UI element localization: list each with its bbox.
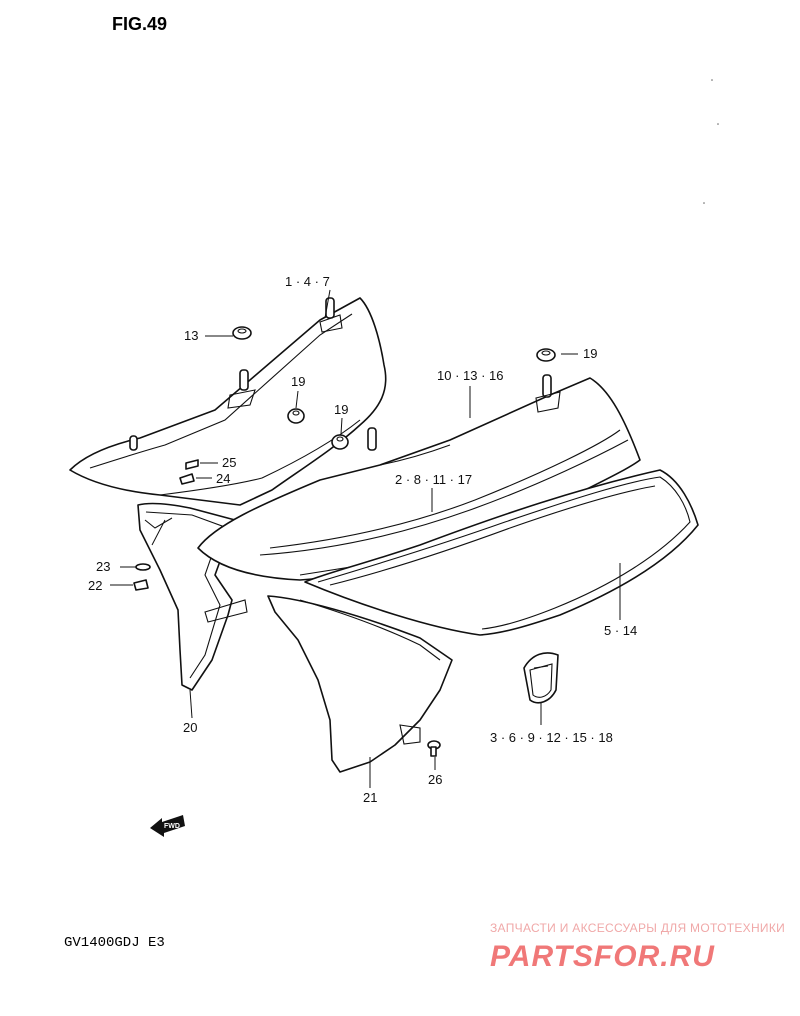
screw-22: [133, 579, 149, 591]
side-stripe-panel-part: [304, 469, 699, 636]
label-part-25: 25: [222, 455, 236, 470]
grommet-13: [232, 326, 252, 340]
label-part-19-middle: 19: [334, 402, 348, 417]
mounting-peg: [367, 427, 377, 451]
grommet-19-upper-right: [536, 348, 556, 362]
screw-26: [427, 740, 441, 757]
label-parts-2-8-11-17: 2 · 8 · 11 · 17: [395, 472, 472, 487]
frame-cover-upper-part: [69, 297, 387, 506]
clip-24: [179, 473, 195, 485]
grommet-19-middle: [331, 434, 349, 450]
fwd-label: FWD: [164, 823, 180, 830]
mounting-peg: [129, 435, 138, 451]
label-part-22: 22: [88, 578, 102, 593]
mounting-peg: [542, 374, 552, 398]
label-parts-5-14: 5 · 14: [604, 623, 637, 638]
label-part-19-right: 19: [583, 346, 597, 361]
label-parts-1-4-7: 1 · 4 · 7: [285, 274, 330, 289]
label-part-13: 13: [184, 328, 198, 343]
side-cover-main-part: [197, 374, 641, 581]
emblem-badge-part: [523, 652, 559, 704]
label-parts-3-6-9-12-15-18: 3 · 6 · 9 · 12 · 15 · 18: [490, 730, 613, 745]
label-part-21: 21: [363, 790, 377, 805]
washer-23: [135, 563, 151, 571]
label-part-19-left: 19: [291, 374, 305, 389]
label-part-23: 23: [96, 559, 110, 574]
label-parts-10-13-16: 10 · 13 · 16: [437, 368, 504, 383]
front-side-cover-part-21: [267, 595, 453, 773]
label-part-20: 20: [183, 720, 197, 735]
model-code: GV1400GDJ E3: [64, 935, 165, 951]
mounting-peg: [239, 369, 249, 391]
clip-25: [185, 459, 199, 470]
label-part-24: 24: [216, 471, 230, 486]
forward-direction-arrow-icon: FWD: [150, 815, 185, 837]
label-part-26: 26: [428, 772, 442, 787]
watermark-tagline: ЗАПЧАСТИ И АКСЕССУАРЫ ДЛЯ МОТОТЕХНИКИ: [490, 921, 785, 935]
watermark-brand: PARTSFOR.RU: [490, 940, 715, 973]
grommet-19-left: [287, 408, 305, 424]
figure-title: FIG.49: [112, 14, 167, 34]
